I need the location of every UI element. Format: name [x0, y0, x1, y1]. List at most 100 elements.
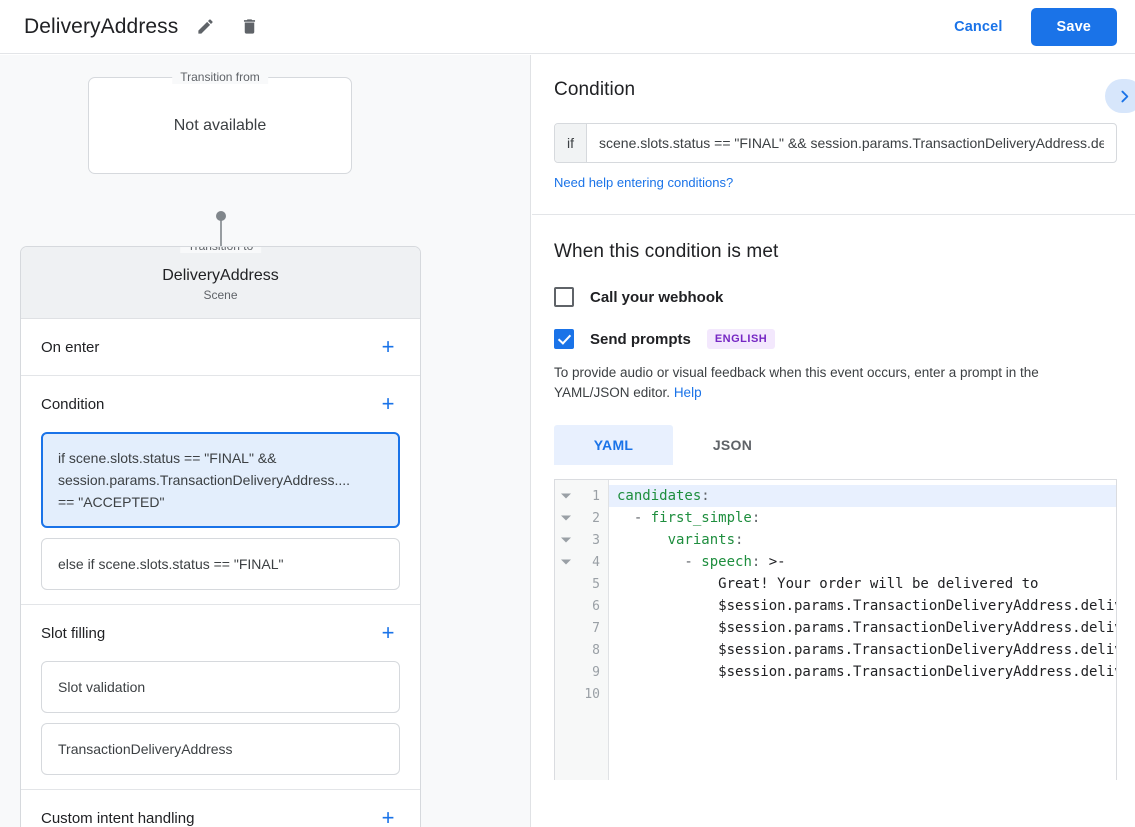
condition-item-line: session.params.TransactionDeliveryAddres… — [58, 472, 351, 488]
line-number-label: 5 — [592, 576, 600, 592]
editor-line-number: 10 — [555, 683, 608, 705]
trash-icon-glyph — [243, 19, 255, 34]
slot-item-label: TransactionDeliveryAddress — [58, 741, 233, 757]
section-header-slot-filling[interactable]: Slot filling + — [21, 605, 420, 661]
fold-triangle-icon[interactable] — [561, 559, 571, 565]
transition-from-legend: Transition from — [172, 70, 268, 84]
condition-item-line: if scene.slots.status == "FINAL" && — [58, 450, 277, 466]
editor-code-line[interactable]: $session.params.TransactionDeliveryAddre… — [718, 642, 1116, 658]
section-slot-filling: Slot filling + Slot validation Transacti… — [21, 605, 420, 790]
editor-line-number: 6 — [555, 595, 608, 617]
editor-format-tabs: YAML JSON — [554, 425, 1117, 465]
transition-graph-pane: Transition from Not available Transition… — [0, 55, 531, 827]
scene-detail-card: Transition to DeliveryAddress Scene On e… — [20, 246, 421, 827]
yaml-code-editor[interactable]: 1 2 3 4 5 6 7 8 9 10 candidates: - first_simple: … — [554, 479, 1117, 780]
line-number-label: 4 — [592, 554, 600, 570]
transition-to-subtitle: Scene — [203, 288, 238, 302]
condition-help-link[interactable]: Need help entering conditions? — [554, 175, 734, 190]
send-prompts-row: Send prompts ENGLISH — [554, 329, 1117, 349]
section-title-slot-filling: Slot filling — [41, 624, 106, 642]
slot-item-label: Slot validation — [58, 679, 146, 695]
fold-triangle-icon[interactable] — [561, 537, 571, 543]
transition-from-card[interactable]: Transition from Not available — [88, 70, 352, 174]
editor-code-line[interactable]: $session.params.TransactionDeliveryAddre… — [718, 620, 1116, 636]
editor-code-line[interactable]: $session.params.TransactionDeliveryAddre… — [718, 664, 1116, 680]
editor-gutter: 1 2 3 4 5 6 7 8 9 10 — [555, 480, 609, 780]
page-title: DeliveryAddress — [24, 14, 179, 38]
fold-triangle-icon[interactable] — [561, 493, 571, 499]
transition-to-header[interactable]: DeliveryAddress Scene — [21, 247, 420, 319]
call-webhook-checkbox[interactable] — [554, 287, 574, 307]
condition-list: if scene.slots.status == "FINAL" && sess… — [21, 432, 420, 604]
line-number-label: 1 — [592, 488, 600, 504]
section-header-custom-intent-handling[interactable]: Custom intent handling + — [21, 790, 420, 827]
slot-filling-list: Slot validation TransactionDeliveryAddre… — [21, 661, 420, 789]
cancel-button[interactable]: Cancel — [938, 10, 1018, 44]
section-header-condition[interactable]: Condition + — [21, 376, 420, 432]
editor-line-number: 5 — [555, 573, 608, 595]
prompts-help-link[interactable]: Help — [673, 385, 702, 400]
section-on-enter: On enter + — [21, 319, 420, 376]
transition-from-value: Not available — [173, 116, 267, 134]
editor-code-line[interactable]: - speech: >- — [617, 554, 786, 570]
editor-line-number: 9 — [555, 661, 608, 683]
section-title-condition: Condition — [41, 395, 105, 413]
chevron-right-icon[interactable] — [1105, 79, 1135, 113]
condition-block: Condition if Need help entering conditio… — [532, 55, 1135, 215]
when-met-heading: When this condition is met — [554, 241, 779, 262]
condition-expression-input[interactable] — [587, 124, 1116, 162]
pencil-icon[interactable] — [188, 10, 222, 44]
line-number-label: 9 — [592, 664, 600, 680]
line-number-label: 6 — [592, 598, 600, 614]
line-number-label: 2 — [592, 510, 600, 526]
content-area: Transition from Not available Transition… — [0, 55, 1135, 827]
tab-yaml[interactable]: YAML — [554, 425, 673, 465]
add-condition-button[interactable]: + — [381, 391, 395, 416]
add-on-enter-button[interactable]: + — [381, 334, 395, 359]
editor-line-number: 2 — [555, 507, 608, 529]
section-title-custom-intent-handling: Custom intent handling — [41, 809, 195, 827]
condition-item-line: else if scene.slots.status == "FINAL" — [58, 556, 284, 572]
webhook-row: Call your webhook — [554, 287, 1117, 307]
chevron-right-icon-glyph — [1120, 90, 1128, 102]
editor-code-line[interactable]: variants: — [667, 532, 744, 548]
language-badge: ENGLISH — [706, 329, 776, 349]
slot-validation-item[interactable]: Slot validation — [41, 661, 400, 713]
editor-code-area[interactable]: candidates: - first_simple: variants: - … — [609, 480, 1116, 780]
editor-code-line[interactable]: candidates: — [609, 485, 1116, 507]
section-title-on-enter: On enter — [41, 338, 100, 356]
prompts-helper-text: To provide audio or visual feedback when… — [554, 363, 1117, 403]
if-prefix-label: if — [555, 124, 587, 162]
editor-line-number: 7 — [555, 617, 608, 639]
condition-heading: Condition — [554, 79, 636, 100]
editor-line-number: 3 — [555, 529, 608, 551]
section-condition: Condition + if scene.slots.status == "FI… — [21, 376, 420, 605]
condition-item-else[interactable]: else if scene.slots.status == "FINAL" — [41, 538, 400, 590]
slot-item[interactable]: TransactionDeliveryAddress — [41, 723, 400, 775]
section-header-on-enter[interactable]: On enter + — [21, 319, 420, 375]
call-webhook-label: Call your webhook — [590, 288, 724, 306]
transition-to-legend: Transition to — [179, 247, 262, 253]
add-slot-filling-button[interactable]: + — [381, 620, 395, 645]
send-prompts-label: Send prompts — [590, 330, 691, 348]
save-button[interactable]: Save — [1030, 7, 1117, 46]
tab-json[interactable]: JSON — [712, 437, 753, 453]
condition-item-line: == "ACCEPTED" — [58, 494, 165, 510]
editor-code-line[interactable]: $session.params.TransactionDeliveryAddre… — [718, 598, 1116, 614]
line-number-label: 10 — [584, 686, 600, 702]
trash-icon[interactable] — [232, 10, 266, 44]
editor-code-line[interactable] — [609, 683, 1116, 705]
line-number-label: 8 — [592, 642, 600, 658]
condition-editor-pane: Condition if Need help entering conditio… — [532, 55, 1135, 827]
editor-line-number: 1 — [555, 485, 608, 507]
condition-item-selected[interactable]: if scene.slots.status == "FINAL" && sess… — [41, 432, 400, 528]
when-condition-met-block: When this condition is met Call your web… — [532, 215, 1135, 780]
section-custom-intent-handling: Custom intent handling + — [21, 790, 420, 827]
add-custom-intent-button[interactable]: + — [381, 805, 395, 827]
editor-line-number: 4 — [555, 551, 608, 573]
editor-code-line[interactable]: Great! Your order will be delivered to — [617, 576, 1039, 592]
send-prompts-checkbox[interactable] — [554, 329, 574, 349]
fold-triangle-icon[interactable] — [561, 515, 571, 521]
top-app-bar: DeliveryAddress Cancel Save — [0, 0, 1135, 54]
editor-code-line[interactable]: - first_simple: — [617, 510, 761, 526]
